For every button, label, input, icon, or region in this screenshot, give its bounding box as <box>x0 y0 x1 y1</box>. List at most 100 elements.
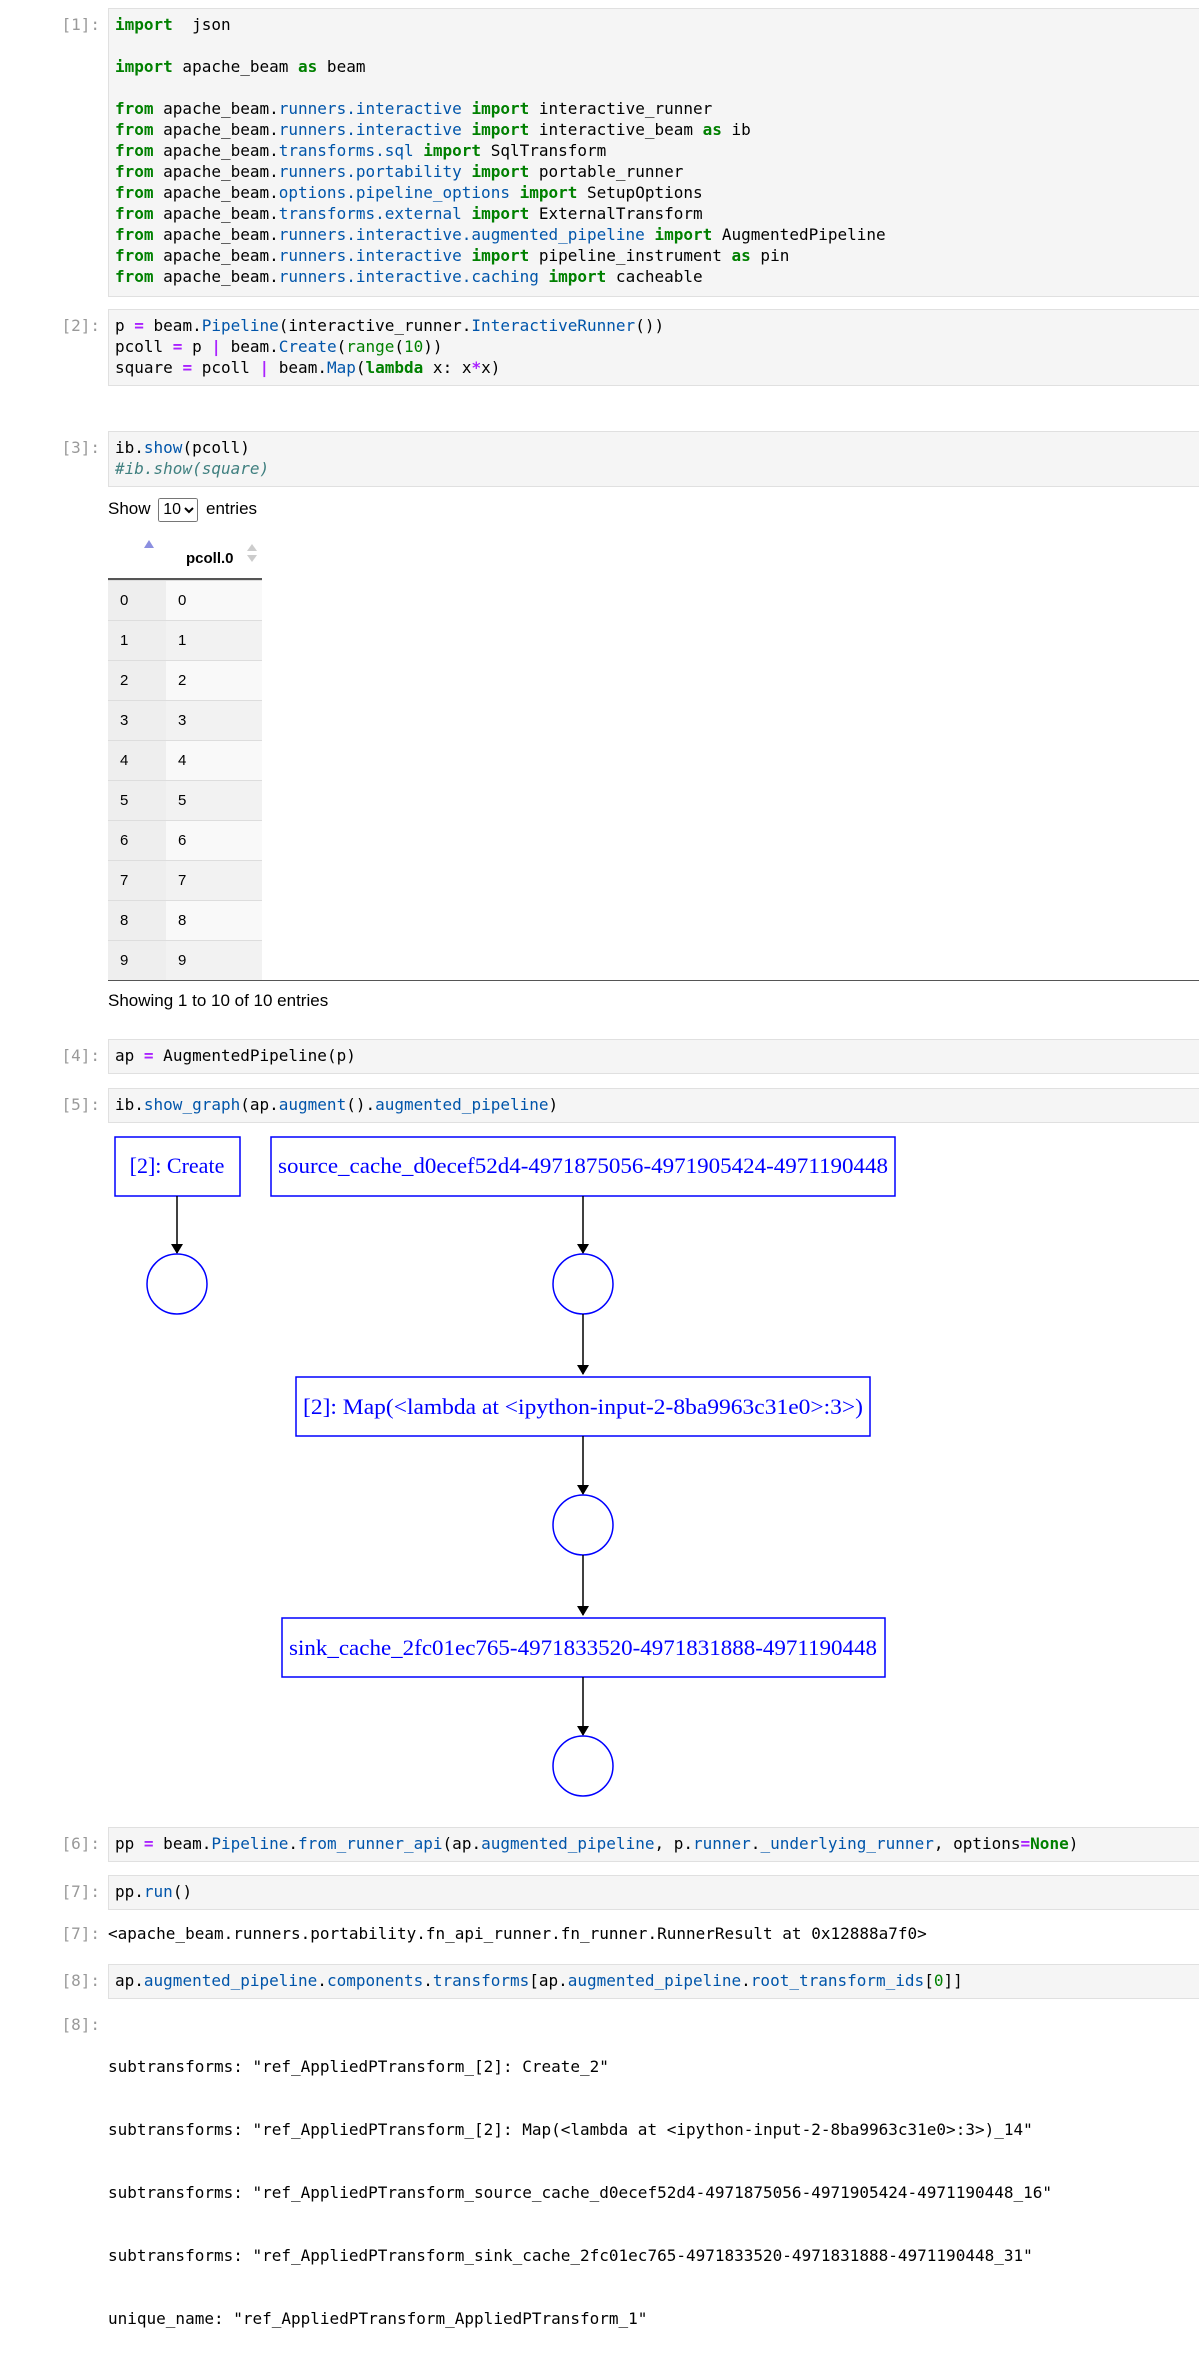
code-token: ( <box>336 337 347 356</box>
code-line: p = beam.Pipeline(interactive_runner.Int… <box>115 315 1193 336</box>
code-token: . <box>750 1834 761 1853</box>
code-token: AugmentedPipeline <box>712 225 886 244</box>
code-token: import <box>115 15 173 34</box>
code-token: ExternalTransform <box>529 204 703 223</box>
code-token: apache_beam. <box>153 246 279 265</box>
code-token: range <box>346 337 395 356</box>
code-token: Pipeline <box>201 316 279 335</box>
code-line <box>115 77 1193 98</box>
row-value: 6 <box>166 820 262 861</box>
sort-both-icon[interactable] <box>247 555 257 562</box>
code-token: 0 <box>933 1971 944 1990</box>
cell-output: <apache_beam.runners.portability.fn_api_… <box>108 1924 927 1943</box>
code-token: square <box>115 358 183 377</box>
code-token: (pcoll) <box>182 438 250 457</box>
code-token: = <box>172 337 183 356</box>
output-line: unique_name: "ref_AppliedPTransform_Appl… <box>108 2309 648 2328</box>
code-token: SetupOptions <box>577 183 703 202</box>
code-editor[interactable]: ap.augmented_pipeline.components.transfo… <box>108 1964 1199 1999</box>
code-token: = <box>182 358 193 377</box>
code-token: beam. <box>143 316 202 335</box>
output-line: subtransforms: "ref_AppliedPTransform_[2… <box>108 2120 1033 2139</box>
graph-pcollection-node <box>146 1253 208 1315</box>
code-editor[interactable]: ap = AugmentedPipeline(p) <box>108 1039 1199 1074</box>
column-header[interactable]: pcoll.0 <box>186 550 234 567</box>
code-token: * <box>471 358 482 377</box>
code-token: = <box>1020 1834 1031 1853</box>
code-line: #ib.show(square) <box>115 458 1193 479</box>
code-editor[interactable]: pp = beam.Pipeline.from_runner_api(ap.au… <box>108 1827 1199 1862</box>
code-line: from apache_beam.runners.interactive.cac… <box>115 266 1193 287</box>
code-token: components <box>326 1971 424 1990</box>
code-token: from <box>115 120 154 139</box>
code-editor[interactable]: ib.show_graph(ap.augment().augmented_pip… <box>108 1088 1199 1123</box>
code-token: apache_beam. <box>153 99 279 118</box>
output-prompt: [7]: <box>61 1924 100 1943</box>
code-token: transforms <box>432 1971 530 1990</box>
code-token: pin <box>750 246 790 265</box>
pipeline-graph: [2]: Create source_cache_d0ecef52d4-4971… <box>114 1136 896 1797</box>
code-token: import <box>519 183 578 202</box>
code-token <box>462 162 472 181</box>
output-prompt: [8]: <box>61 2015 100 2034</box>
code-token: interactive_runner <box>529 99 713 118</box>
code-token: augment <box>278 1095 347 1114</box>
code-token: () <box>172 1882 193 1901</box>
row-index: 8 <box>108 900 166 941</box>
code-token: import <box>471 162 530 181</box>
code-token: runners.portability <box>278 162 462 181</box>
row-value: 4 <box>166 740 262 781</box>
code-editor[interactable]: ib.show(pcoll)#ib.show(square) <box>108 431 1199 487</box>
row-value: 2 <box>166 660 262 701</box>
table-bottom-border <box>108 980 1199 981</box>
code-token: root_transform_ids <box>750 1971 925 1990</box>
code-token: ()) <box>635 316 665 335</box>
code-token: ) <box>548 1095 559 1114</box>
code-line: pcoll = p | beam.Create(range(10)) <box>115 336 1193 357</box>
code-token: p <box>182 337 212 356</box>
row-index: 3 <box>108 700 166 741</box>
code-token: InteractiveRunner <box>471 316 636 335</box>
code-line: from apache_beam.runners.interactive imp… <box>115 119 1193 140</box>
row-index: 0 <box>108 580 166 621</box>
code-token <box>462 204 472 223</box>
code-token: x) <box>481 358 501 377</box>
graph-node-label: [2]: Map(<lambda at <ipython-input-2-8ba… <box>303 1394 863 1419</box>
sort-both-icon[interactable] <box>247 544 257 551</box>
code-token: = <box>143 1834 154 1853</box>
code-token: pp. <box>115 1882 144 1901</box>
cell-prompt: [6]: <box>61 1834 100 1853</box>
code-token: runners.interactive.augmented_pipeline <box>278 225 645 244</box>
code-token: beam. <box>153 1834 212 1853</box>
page-size-select[interactable]: 10 <box>158 497 199 522</box>
table-info: Showing 1 to 10 of 10 entries <box>108 991 329 1010</box>
table-header: pcoll.0 <box>108 536 262 580</box>
code-line: from apache_beam.runners.interactive imp… <box>115 245 1193 266</box>
code-token: ( <box>355 358 366 377</box>
graph-pcollection-node <box>552 1253 614 1315</box>
code-token: beam <box>317 57 366 76</box>
code-token: import <box>471 120 530 139</box>
row-index: 5 <box>108 780 166 821</box>
code-line: from apache_beam.transforms.external imp… <box>115 203 1193 224</box>
code-token: apache_beam. <box>153 204 279 223</box>
code-token: apache_beam. <box>153 162 279 181</box>
sort-asc-icon[interactable] <box>144 540 154 548</box>
code-token: as <box>702 120 722 139</box>
code-token: as <box>298 57 318 76</box>
row-index: 2 <box>108 660 166 701</box>
code-token: cacheable <box>606 267 703 286</box>
code-token: pcoll <box>115 337 173 356</box>
code-token <box>510 183 520 202</box>
code-editor[interactable]: p = beam.Pipeline(interactive_runner.Int… <box>108 309 1199 386</box>
code-token <box>539 267 549 286</box>
code-editor[interactable]: pp.run() <box>108 1875 1199 1910</box>
